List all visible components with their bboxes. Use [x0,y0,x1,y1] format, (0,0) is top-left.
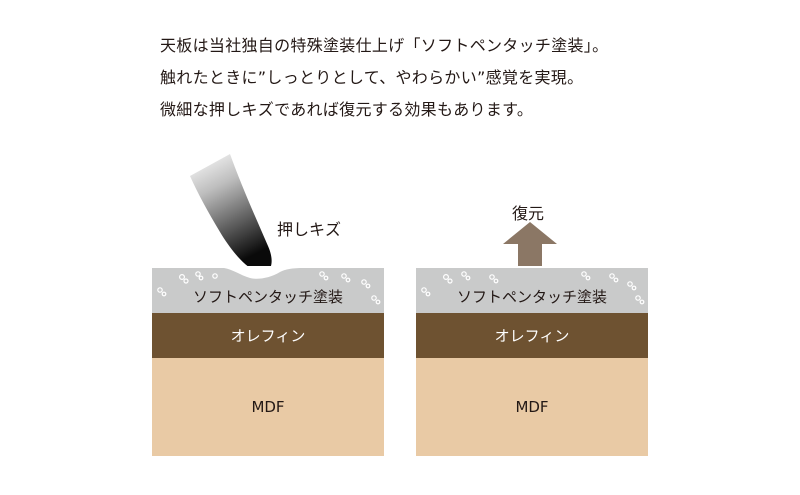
mdf-layer: MDF [152,358,384,456]
olefin-layer: オレフィン [416,313,648,358]
press-scratch-label: 押しキズ [277,220,342,239]
layer-diagram-pressed: ソフトペンタッチ塗装 オレフィン MDF [152,266,384,456]
olefin-layer-label: オレフィン [230,327,306,345]
mdf-layer-label: MDF [515,398,549,416]
mdf-layer: MDF [416,358,648,456]
dent-mark [152,266,384,279]
mdf-layer-label: MDF [251,398,285,416]
restore-label: 復元 [512,204,545,223]
pen-tip-icon [190,154,272,273]
olefin-layer: オレフィン [152,313,384,358]
intro-line-1: 天板は当社独自の特殊塗装仕上げ「ソフトペンタッチ塗装」。 [160,36,609,55]
arrow-up-icon [503,222,557,266]
intro-line-2: 触れたときに”しっとりとして、やわらかい”感覚を実現。 [160,68,584,87]
intro-line-3: 微細な押しキズであれば復元する効果もあります。 [160,100,534,119]
layer-diagram-restored: ソフトペンタッチ塗装 オレフィン MDF [416,268,648,456]
coating-layer: ソフトペンタッチ塗装 [416,268,648,313]
coating-layer-label: ソフトペンタッチ塗装 [456,288,607,306]
olefin-layer-label: オレフィン [494,327,570,345]
coating-layer-label: ソフトペンタッチ塗装 [192,288,343,306]
intro-text: 天板は当社独自の特殊塗装仕上げ「ソフトペンタッチ塗装」。 触れたときに”しっとり… [160,30,680,126]
